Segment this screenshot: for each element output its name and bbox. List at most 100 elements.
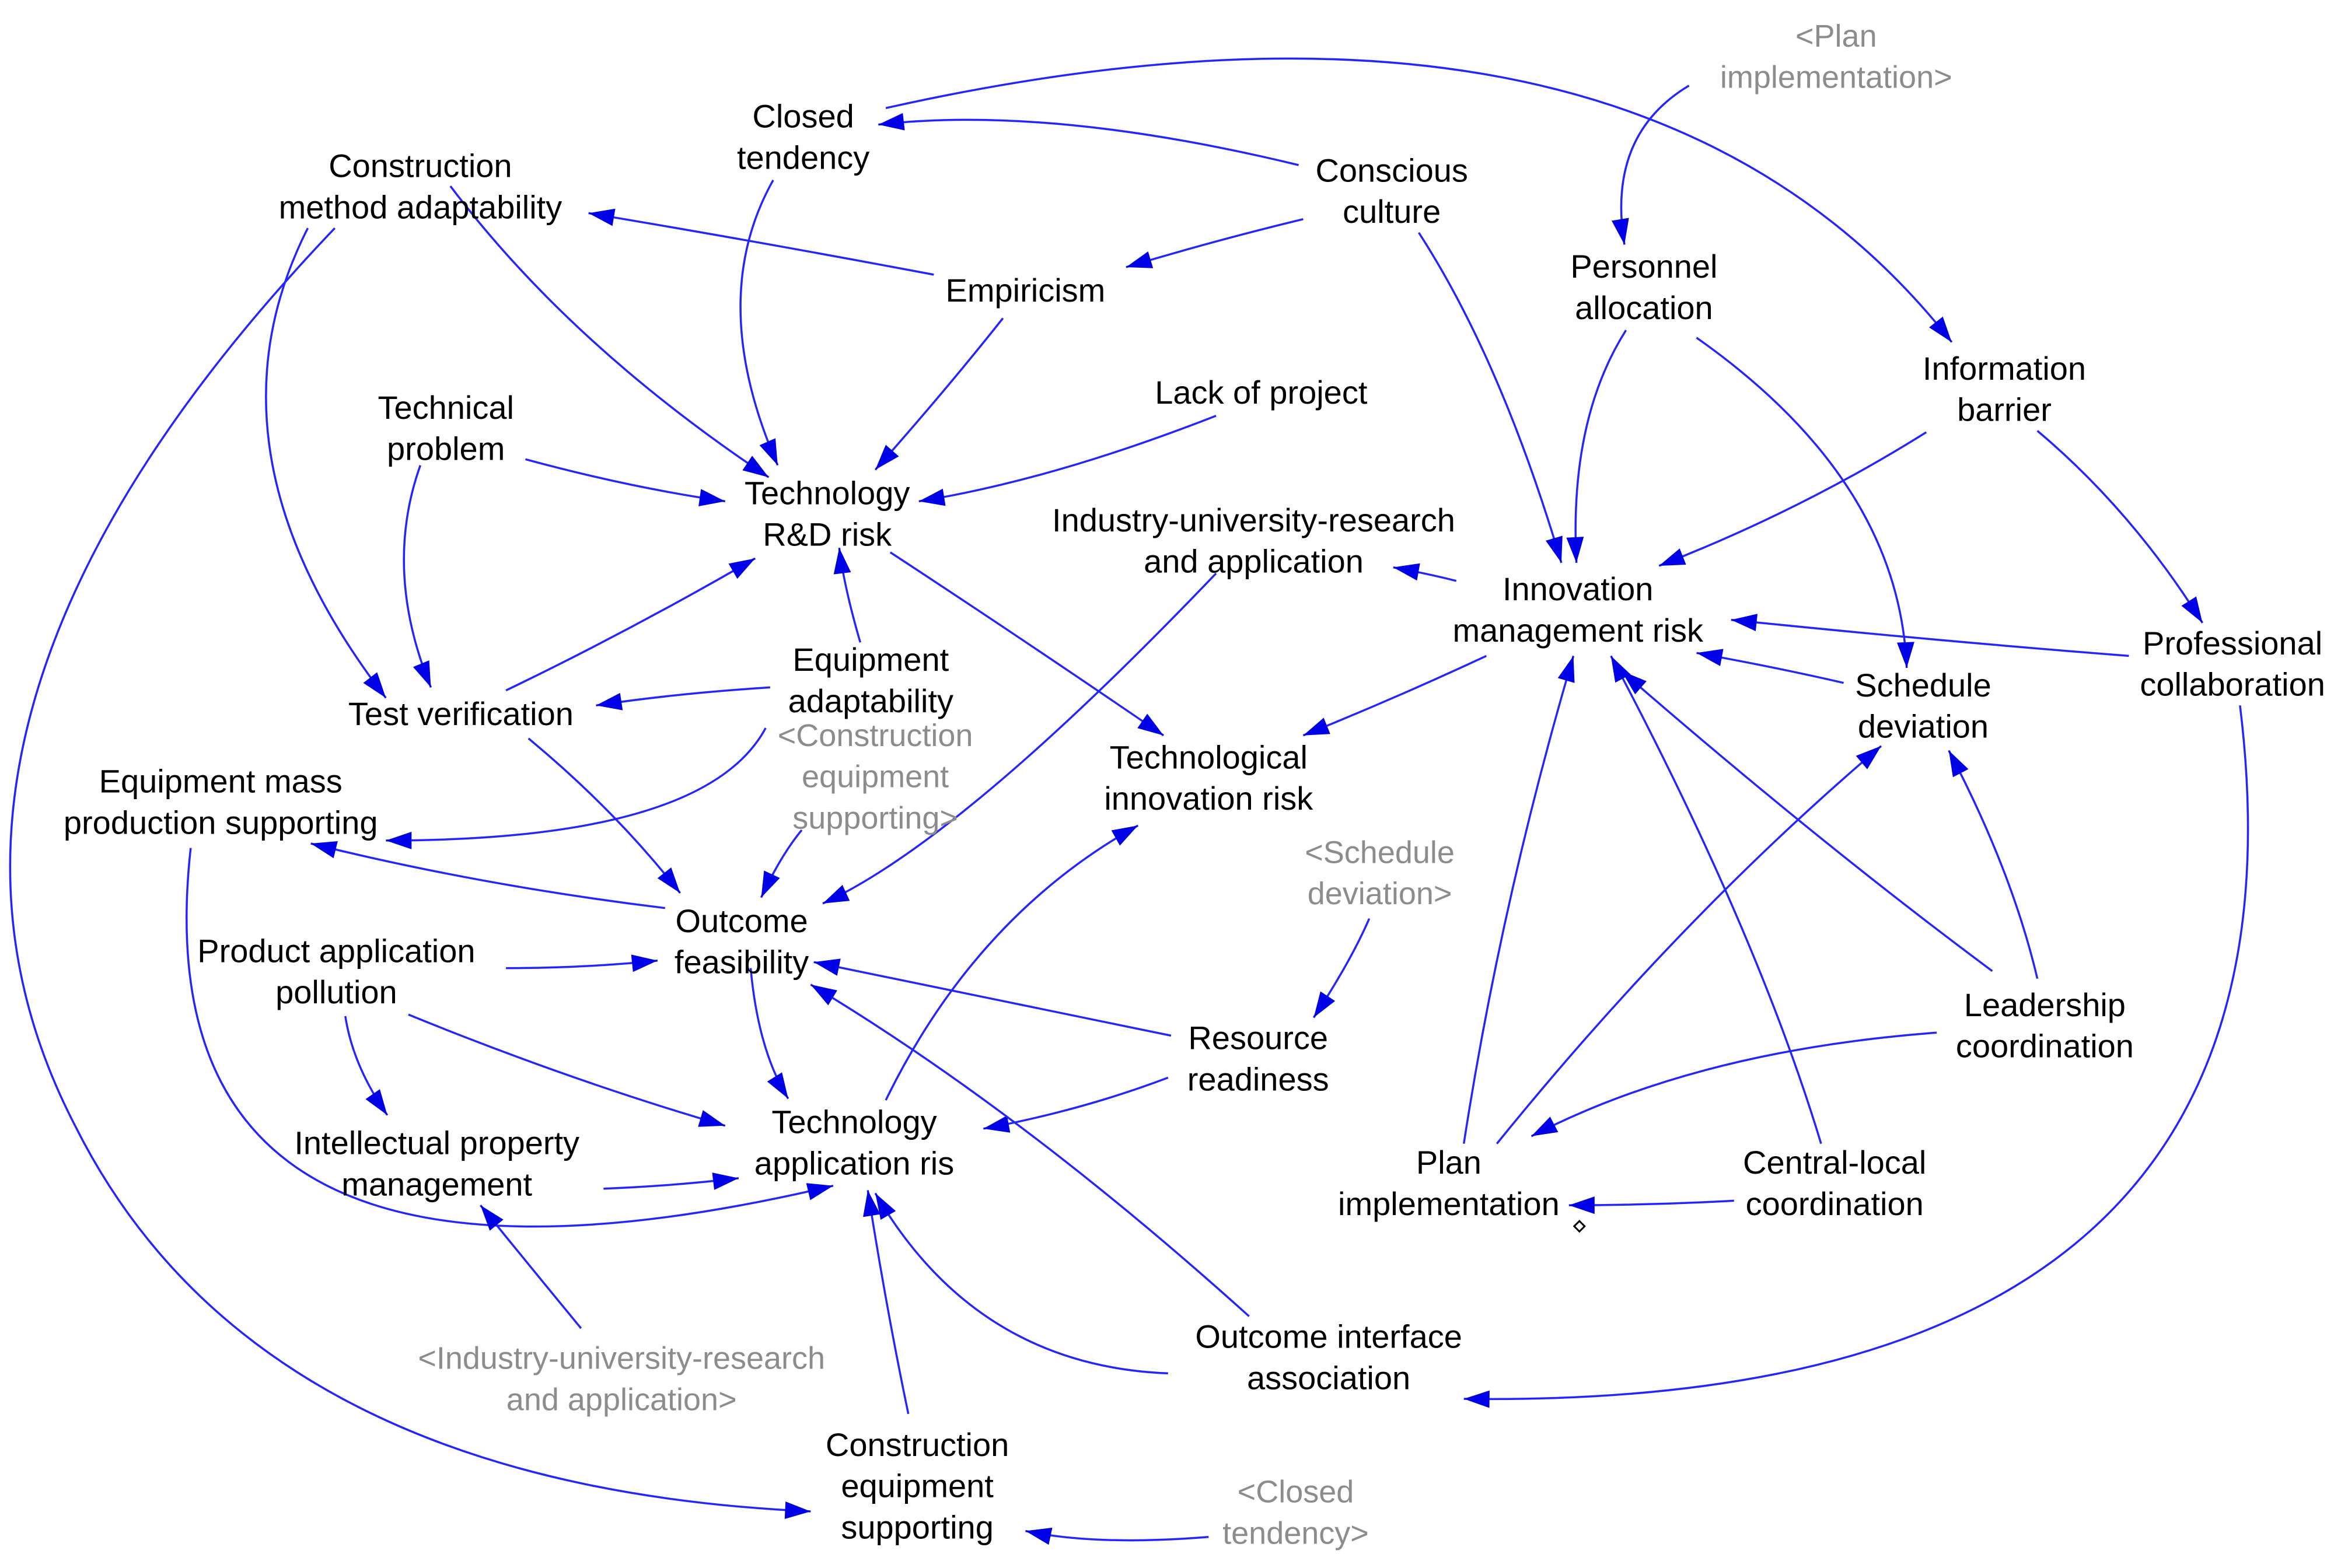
node-empiricism-line-1: Empiricism [946,272,1106,309]
arrowhead-icon [1856,746,1881,769]
node-conscious-culture-line-2: culture [1343,193,1441,230]
arrowhead-icon [810,984,837,1006]
node-technological-innovation-risk-line-2: innovation risk [1104,780,1313,817]
causal-link-22 [1731,618,2129,657]
node-resource-readiness-line-2: readiness [1187,1060,1329,1097]
node-professional-collaboration-line-1: Professional [2143,625,2322,662]
arrowhead-icon [1303,718,1330,736]
node-conscious-culture: Conscious culture [1315,152,1468,230]
arrowhead-icon [863,1190,880,1217]
arrowhead-icon [806,1183,833,1200]
node-intellectual-property-management: Intellectual property management [294,1125,579,1203]
causal-link-4 [885,57,1953,343]
node-schedule-deviation-line-1: Schedule [1855,667,1991,704]
node-equipment-adaptability-line-1: Equipment [792,641,949,678]
node-technical-problem-line-2: problem [387,430,505,467]
node-construction-equipment-supporting-line-1: Construction [826,1426,1009,1463]
arrowhead-icon [1696,649,1724,666]
arrowhead-icon [767,1072,788,1099]
causal-link-44 [810,984,1250,1317]
node-empiricism: Empiricism [946,272,1106,309]
node-outcome-interface-association-line-2: association [1247,1359,1410,1396]
causal-link-41 [983,1076,1169,1130]
arrowhead-icon [983,1115,1011,1133]
arrowhead-icon [413,660,431,688]
node-central-local-coordination-line-1: Central-local [1743,1144,1926,1181]
node-lack-of-project: Lack of project [1155,374,1368,411]
node-technology-application-risk: Technology application ris [754,1104,954,1182]
node-industry-university-research-line-1: Industry-university-research [1052,502,1455,538]
causal-link-24 [505,557,756,692]
arrowhead-icon [698,1110,725,1127]
node-plan-implementation-line-2: implementation [1338,1185,1560,1222]
node-conscious-culture-line-1: Conscious [1315,152,1468,188]
shadow-industry-university-research-line-1: <Industry-university-research [418,1341,825,1376]
arrowhead-icon [698,489,725,506]
node-outcome-feasibility-line-2: feasibility [675,944,809,981]
node-construction-equipment-supporting-line-3: supporting [841,1508,994,1545]
causal-link-46 [866,1190,910,1415]
arrowhead-icon [480,1205,504,1231]
causal-link-40 [813,961,1172,1037]
causal-link-47 [1025,1530,1209,1542]
causal-link-45 [874,1192,1168,1375]
arrowhead-icon [918,488,946,506]
arrowhead-icon [1731,614,1757,631]
arrowhead-icon [1137,713,1164,736]
causal-link-13 [9,227,336,1126]
node-technology-application-risk-line-1: Technology [771,1104,937,1140]
node-personnel-allocation-line-2: allocation [1575,289,1713,326]
arrowhead-icon [657,867,680,893]
causal-link-8 [1696,337,1908,668]
causal-link-3 [1418,232,1563,564]
arrowhead-icon [1531,1116,1559,1136]
causal-link-53 [1496,745,1882,1144]
shadow-plan-implementation-line-2: implementation> [1720,60,1952,95]
arrowhead-icon [1557,656,1575,683]
node-intellectual-property-management-line-2: management [341,1166,532,1202]
causal-link-32 [310,842,666,909]
arrowhead-icon [759,438,778,466]
causal-links [9,57,2249,1545]
arrowhead-icon [1568,1196,1595,1214]
node-intellectual-property-management-line-1: Intellectual property [294,1125,579,1161]
node-leadership-coordination-line-2: coordination [1956,1028,2134,1065]
causal-link-21 [1302,654,1487,737]
arrowhead-icon [596,692,623,710]
node-innovation-management-risk-line-1: Innovation [1503,570,1653,607]
arrowhead-icon [728,558,756,579]
causal-link-43 [885,824,1139,1101]
node-test-verification: Test verification [348,695,574,732]
node-technology-application-risk-line-2: application ris [754,1144,954,1181]
arrowhead-icon [631,954,658,972]
arrowhead-icon [1463,1390,1490,1408]
arrowhead-icon [1111,825,1138,846]
node-information-barrier-line-1: Information [1923,350,2086,387]
arrowhead-icon [742,456,769,478]
node-technology-rd-risk-line-1: Technology [745,475,910,512]
causal-link-6 [1620,85,1690,245]
causal-link-37 [408,1013,726,1127]
arrowhead-icon [875,1193,896,1220]
causal-link-11 [449,186,770,478]
arrowhead-icon [1566,537,1584,563]
node-construction-method-adaptability-line-1: Construction [329,148,512,184]
arrowhead-icon [386,831,412,849]
node-product-application-pollution-line-2: pollution [275,974,397,1010]
causal-link-14 [74,1125,811,1513]
arrowhead-icon [1313,991,1336,1018]
causal-link-7 [1574,330,1627,563]
node-lack-of-project-line-1: Lack of project [1155,374,1368,411]
